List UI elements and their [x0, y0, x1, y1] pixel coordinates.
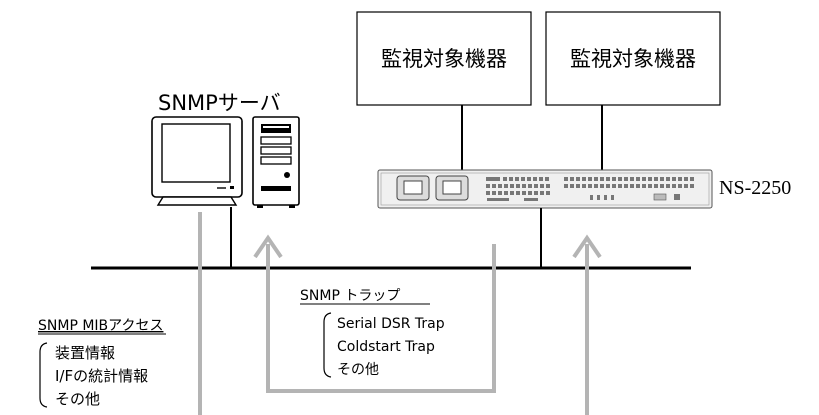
trap-item: その他: [337, 362, 379, 378]
mib-access-item: I/Fの統計情報: [55, 367, 148, 385]
monitored-device-2-label: 監視対象機器: [570, 47, 696, 71]
serial-ports-right-icon: [564, 177, 694, 201]
pc-tower-icon: [252, 116, 300, 208]
mib-access-title: SNMP MIBアクセス: [38, 318, 163, 334]
ns-2250-label: NS-2250: [719, 177, 791, 199]
ns-2250-device: [377, 169, 713, 209]
power-inlet-icon: [396, 175, 469, 201]
monitored-device-2: 監視対象機器: [545, 11, 721, 106]
ns2250-arrowhead-icon: [572, 234, 602, 259]
monitor-icon: [151, 116, 243, 206]
trap-title: SNMP トラップ: [300, 288, 400, 304]
monitored-device-1: 監視対象機器: [356, 11, 532, 106]
trap-item: Serial DSR Trap: [337, 316, 445, 332]
mib-access-item: 装置情報: [55, 344, 115, 362]
mib-access-bracket: [39, 342, 48, 408]
trap-path-line: [266, 244, 496, 393]
trap-item: Coldstart Trap: [337, 339, 435, 355]
mib-access-item: その他: [55, 390, 100, 408]
trap-bracket: [323, 312, 332, 378]
serial-ports-left-icon: [486, 177, 550, 201]
monitored-device-1-label: 監視対象機器: [381, 47, 507, 71]
trap-arrowhead-icon: [253, 234, 283, 259]
snmp-server-label: SNMPサーバ: [158, 91, 281, 115]
